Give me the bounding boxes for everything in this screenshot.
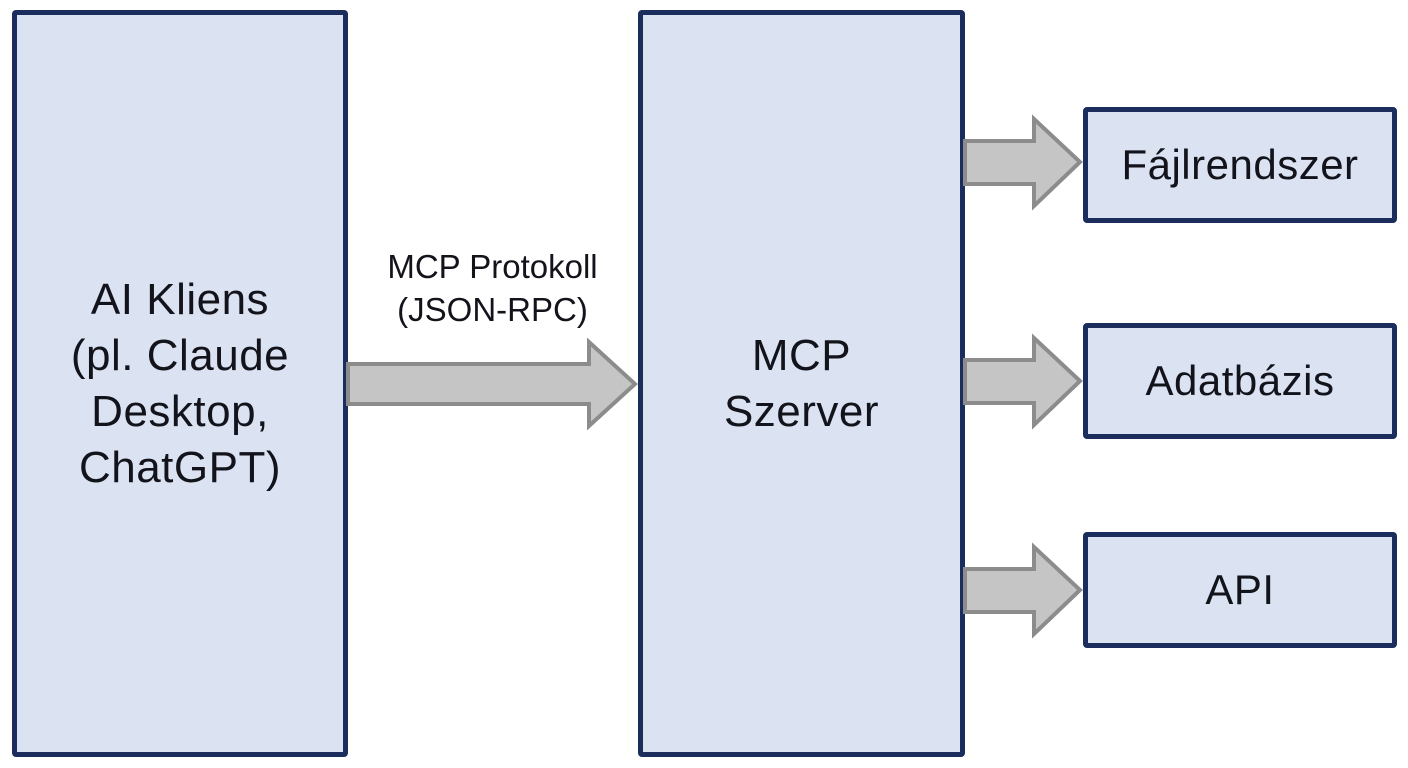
database-box: Adatbázis <box>1083 323 1397 439</box>
mcp-protocol-label-line: MCP Protokoll <box>387 248 598 285</box>
arrow-server-to-database <box>963 333 1083 430</box>
mcp-server-label: MCP Szerver <box>724 328 879 440</box>
ai-client-box: AI Kliens (pl. Claude Desktop, ChatGPT) <box>12 10 348 757</box>
block-arrow-right-icon <box>963 114 1083 211</box>
filesystem-box: Fájlrendszer <box>1083 107 1397 223</box>
block-arrow-right-icon <box>346 337 638 431</box>
arrow-server-to-filesystem <box>963 114 1083 211</box>
arrow-client-to-server <box>346 337 638 431</box>
database-label: Adatbázis <box>1145 357 1335 404</box>
api-box: API <box>1083 532 1397 648</box>
ai-client-label-line: (pl. Claude <box>70 330 290 380</box>
mcp-protocol-label-line: (JSON-RPC) <box>397 291 588 328</box>
ai-client-label-line: Desktop, <box>91 386 269 436</box>
mcp-server-box: MCP Szerver <box>638 10 965 757</box>
block-arrow-right-icon <box>963 542 1083 639</box>
ai-client-label-line: ChatGPT) <box>78 442 282 492</box>
api-label: API <box>1205 566 1275 613</box>
block-arrow-right-icon <box>963 333 1083 430</box>
mcp-server-label-line: Szerver <box>723 386 880 436</box>
mcp-protocol-label: MCP Protokoll (JSON-RPC) <box>348 245 637 331</box>
filesystem-label: Fájlrendszer <box>1121 141 1359 188</box>
arrow-server-to-api <box>963 542 1083 639</box>
ai-client-label: AI Kliens (pl. Claude Desktop, ChatGPT) <box>71 272 289 496</box>
ai-client-label-line: AI Kliens <box>90 274 270 324</box>
mcp-server-label-line: MCP <box>751 330 852 380</box>
